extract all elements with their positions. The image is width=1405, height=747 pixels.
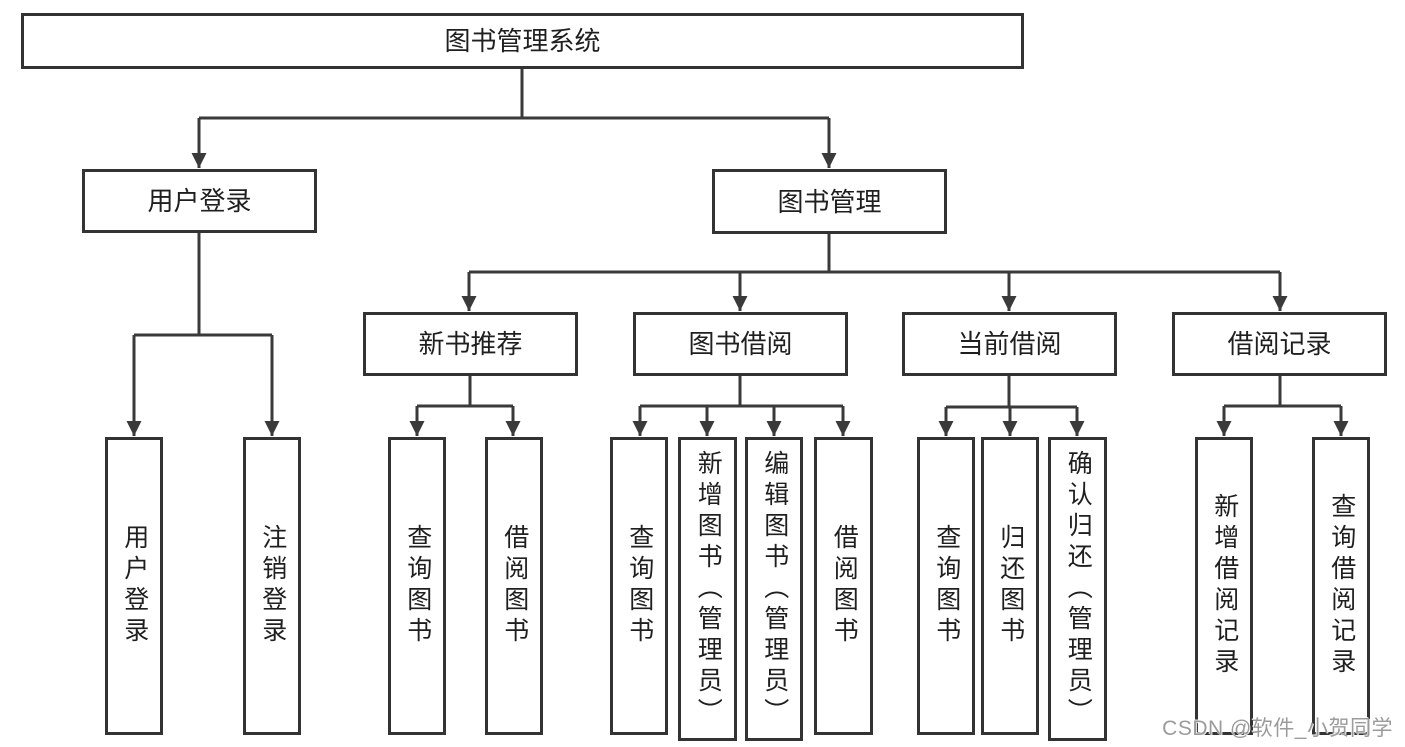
node-label: 当前借阅 (957, 329, 1062, 359)
leaf-label: 查询借阅记录 (1327, 493, 1356, 679)
leaf-query-books-recommend: 查询图书 (388, 437, 446, 735)
leaf-label: 查询图书 (932, 524, 961, 648)
node-label: 新书推荐 (418, 329, 523, 359)
leaf-label: 查询图书 (403, 524, 432, 648)
leaf-label: 归还图书 (996, 524, 1025, 648)
leaf-label: 新增借阅记录 (1210, 493, 1239, 679)
leaf-borrow-books: 借阅图书 (814, 437, 873, 735)
leaf-query-books-current: 查询图书 (917, 437, 975, 735)
node-library-management-system: 图书管理系统 (21, 13, 1024, 69)
leaf-edit-books-admin: 编辑图书（管理员） (745, 437, 803, 741)
leaf-add-borrow-record: 新增借阅记录 (1195, 437, 1253, 735)
leaf-label: 借阅图书 (830, 524, 859, 648)
node-label: 用户登录 (147, 186, 252, 216)
leaf-add-books-admin: 新增图书（管理员） (678, 437, 737, 741)
node-label: 图书借阅 (688, 329, 793, 359)
node-label: 图书管理 (777, 186, 882, 217)
leaf-label: 用户登录 (120, 524, 149, 648)
node-label: 图书管理系统 (444, 26, 601, 56)
node-borrowing-records: 借阅记录 (1172, 312, 1387, 376)
leaf-label: 借阅图书 (500, 524, 529, 648)
node-book-management: 图书管理 (712, 169, 947, 234)
leaf-label: 注销登录 (258, 524, 287, 648)
leaf-label: 编辑图书（管理员） (760, 449, 789, 729)
leaf-confirm-return-admin: 确认归还（管理员） (1048, 437, 1107, 741)
leaf-borrow-books-recommend: 借阅图书 (485, 437, 543, 735)
node-label: 借阅记录 (1227, 329, 1332, 359)
node-user-login: 用户登录 (82, 169, 317, 233)
node-new-book-recommendation: 新书推荐 (363, 312, 578, 376)
node-book-borrowing: 图书借阅 (633, 312, 848, 376)
leaf-label: 确认归还（管理员） (1064, 449, 1093, 729)
leaf-label: 查询图书 (625, 524, 654, 648)
leaf-user-login: 用户登录 (105, 437, 163, 735)
leaf-query-borrow-record: 查询借阅记录 (1312, 437, 1370, 735)
leaf-logout: 注销登录 (243, 437, 301, 735)
leaf-query-books-borrow: 查询图书 (610, 437, 668, 735)
leaf-label: 新增图书（管理员） (694, 449, 723, 729)
watermark: CSDN @软件_小贺同学 (1162, 717, 1393, 740)
leaf-return-books: 归还图书 (981, 437, 1039, 735)
node-current-borrowing: 当前借阅 (902, 312, 1117, 376)
